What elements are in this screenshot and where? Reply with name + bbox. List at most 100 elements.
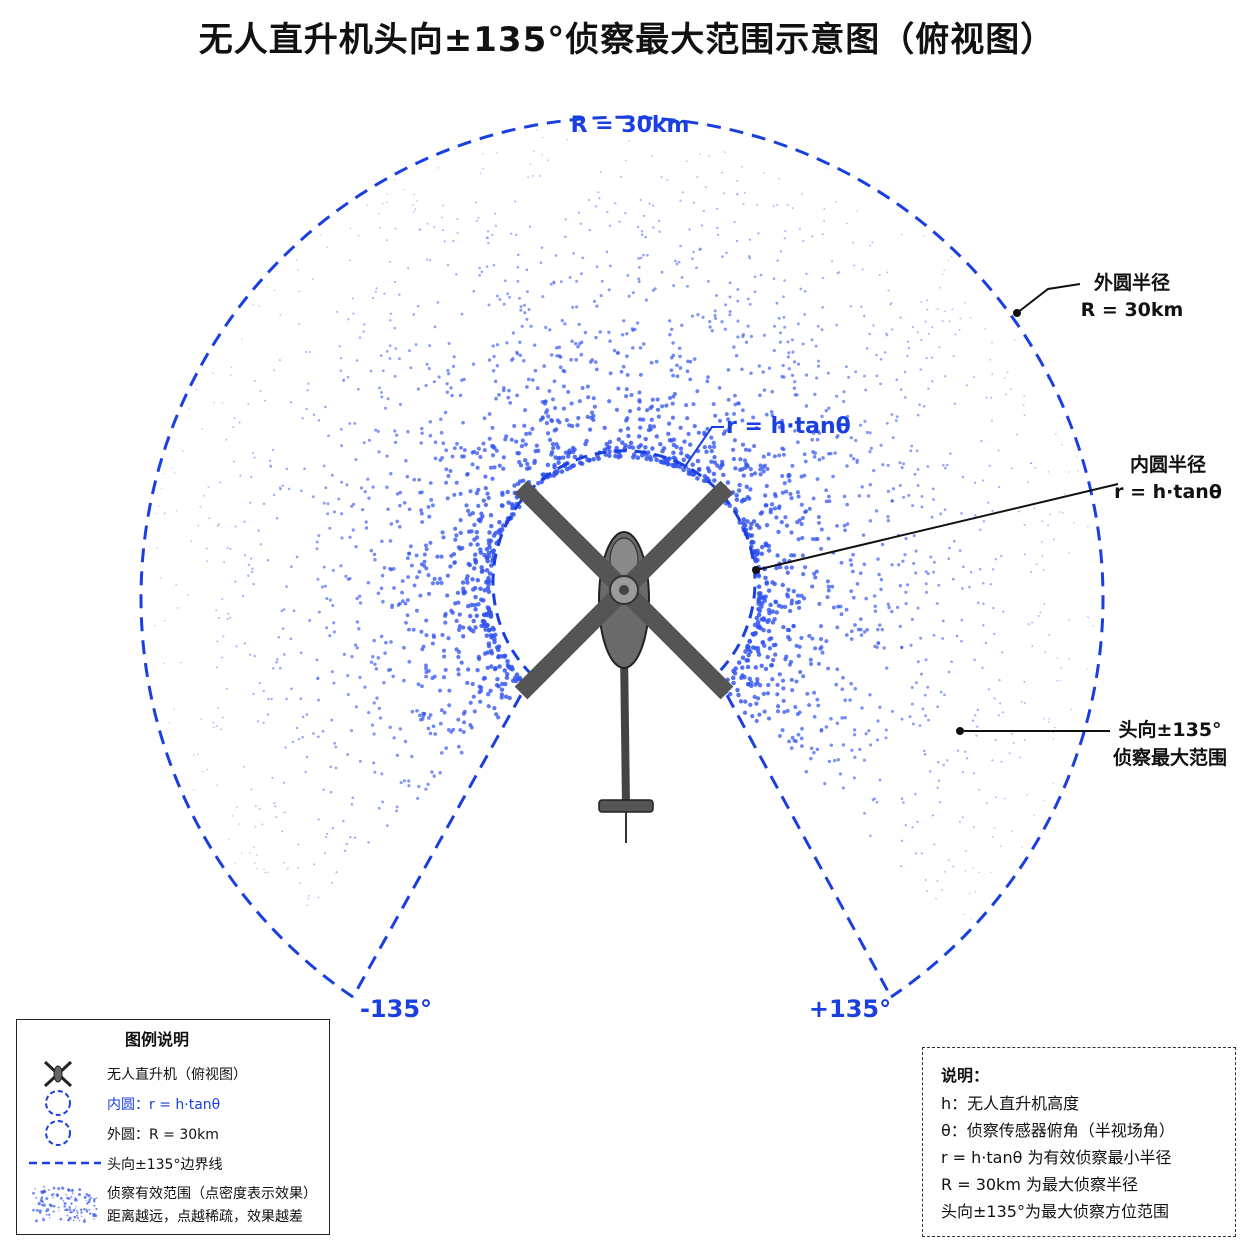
legend-density-dot bbox=[93, 1204, 96, 1207]
density-dot bbox=[941, 319, 944, 322]
density-dot bbox=[525, 461, 530, 467]
density-dot bbox=[914, 549, 918, 553]
density-dot bbox=[348, 535, 352, 539]
density-dot bbox=[592, 299, 597, 303]
density-dot bbox=[458, 530, 463, 536]
density-dot bbox=[853, 623, 857, 627]
density-dot bbox=[608, 339, 612, 343]
density-dot bbox=[635, 321, 640, 325]
density-dot bbox=[626, 273, 630, 277]
density-dot bbox=[379, 354, 383, 357]
density-dot bbox=[890, 413, 894, 416]
density-dot bbox=[547, 389, 552, 393]
density-dot bbox=[612, 348, 617, 353]
density-dot bbox=[858, 617, 863, 621]
density-dot bbox=[195, 388, 198, 391]
density-dot bbox=[865, 347, 869, 350]
density-dot bbox=[804, 769, 809, 774]
density-dot bbox=[731, 447, 736, 452]
density-dot bbox=[488, 688, 493, 693]
density-dot bbox=[577, 399, 582, 404]
density-dot bbox=[276, 658, 279, 661]
density-dot bbox=[505, 489, 510, 495]
density-dot bbox=[602, 425, 607, 430]
density-dot bbox=[419, 508, 424, 513]
density-dot bbox=[234, 580, 237, 583]
density-dot bbox=[273, 289, 276, 291]
density-dot bbox=[380, 573, 385, 578]
density-dot bbox=[406, 267, 410, 270]
legend-density-dot bbox=[93, 1197, 96, 1201]
density-dot bbox=[471, 618, 476, 624]
density-dot bbox=[716, 226, 719, 229]
density-dot bbox=[864, 732, 868, 736]
density-dot bbox=[757, 364, 761, 368]
density-dot bbox=[458, 546, 463, 551]
density-dot bbox=[518, 353, 523, 358]
legend-density-dot bbox=[85, 1209, 89, 1213]
density-dot bbox=[625, 372, 630, 377]
density-dot bbox=[360, 507, 365, 512]
density-dot bbox=[910, 617, 914, 621]
density-dot bbox=[305, 755, 309, 759]
density-dot bbox=[671, 437, 677, 442]
density-dot bbox=[380, 395, 384, 399]
density-dot bbox=[879, 382, 882, 386]
density-dot bbox=[431, 724, 436, 729]
density-dot bbox=[345, 842, 348, 846]
density-dot bbox=[805, 691, 810, 696]
density-dot bbox=[803, 459, 808, 464]
legend-density-dot bbox=[59, 1217, 63, 1221]
density-dot bbox=[745, 645, 750, 651]
density-dot bbox=[991, 759, 994, 762]
density-dot bbox=[872, 324, 875, 327]
density-dot bbox=[449, 730, 454, 734]
density-dot bbox=[386, 193, 389, 196]
density-dot bbox=[848, 698, 852, 702]
density-dot bbox=[902, 495, 906, 499]
density-dot bbox=[340, 444, 344, 448]
density-dot bbox=[470, 450, 475, 455]
density-dot bbox=[340, 536, 344, 540]
density-dot bbox=[670, 327, 674, 331]
density-dot bbox=[781, 686, 786, 691]
density-dot bbox=[798, 669, 803, 675]
density-dot bbox=[373, 770, 377, 774]
density-dot bbox=[515, 393, 519, 398]
density-dot bbox=[897, 563, 901, 567]
density-dot bbox=[979, 528, 982, 532]
density-dot bbox=[523, 442, 528, 447]
density-dot bbox=[325, 832, 329, 836]
density-dot bbox=[410, 709, 415, 714]
density-dot bbox=[789, 746, 794, 750]
density-dot bbox=[989, 582, 993, 586]
density-dot bbox=[723, 192, 726, 195]
density-dot bbox=[807, 506, 812, 511]
density-dot bbox=[579, 222, 582, 225]
legend-density-dot bbox=[43, 1190, 47, 1194]
density-dot bbox=[459, 750, 464, 755]
density-dot bbox=[668, 332, 672, 337]
density-dot bbox=[371, 296, 375, 300]
density-dot bbox=[692, 357, 697, 361]
density-dot bbox=[755, 696, 761, 701]
legend-item-inner-circle: 内圆：r = h·tanθ bbox=[107, 1097, 221, 1113]
density-dot bbox=[561, 368, 566, 373]
density-dot bbox=[826, 584, 831, 589]
density-dot bbox=[679, 199, 682, 202]
density-dot bbox=[795, 490, 800, 495]
density-dot bbox=[490, 476, 495, 481]
density-dot bbox=[680, 323, 684, 327]
density-dot bbox=[199, 505, 202, 508]
density-dot bbox=[799, 593, 804, 598]
density-dot bbox=[732, 438, 737, 443]
density-dot bbox=[733, 666, 738, 671]
density-dot bbox=[332, 621, 336, 625]
density-dot bbox=[735, 239, 739, 243]
density-dot bbox=[948, 320, 951, 323]
density-dot bbox=[636, 225, 640, 229]
density-dot bbox=[799, 502, 804, 507]
legend-density-dot bbox=[68, 1208, 72, 1212]
density-dot bbox=[471, 629, 476, 634]
density-dot bbox=[959, 317, 962, 320]
